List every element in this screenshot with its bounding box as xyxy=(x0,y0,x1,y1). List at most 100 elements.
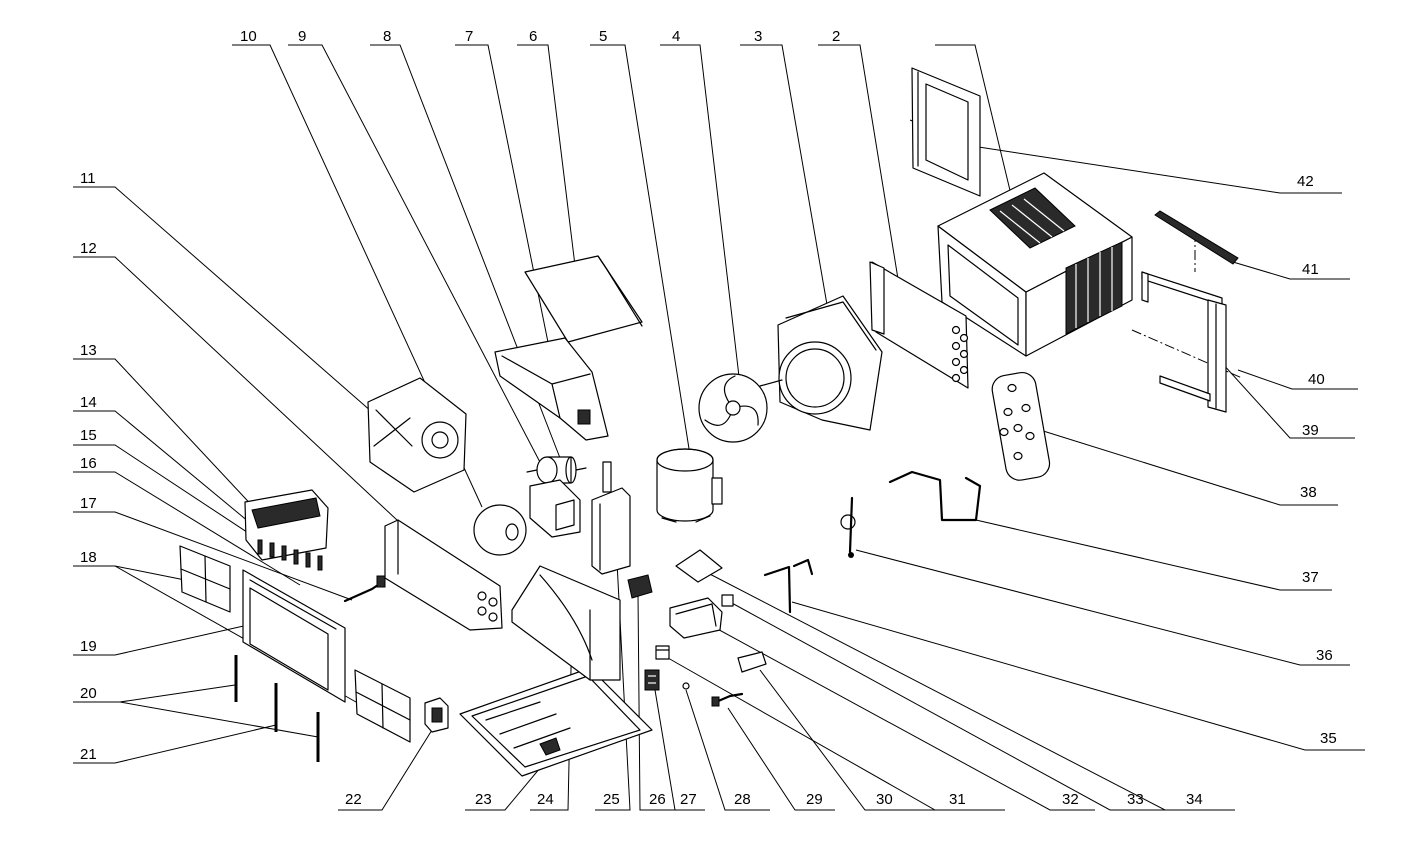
callout-27: 27 xyxy=(680,791,697,808)
part-35-pipe xyxy=(763,558,814,614)
scroll-brace xyxy=(373,417,411,447)
callout-19: 19 xyxy=(80,638,97,655)
leader-unnumbered-cabinet xyxy=(935,44,1021,233)
motor-shaft xyxy=(526,469,538,473)
part-30-capacitor xyxy=(737,651,767,673)
evaporator-tube xyxy=(477,591,487,601)
base-pan-outer xyxy=(459,667,653,777)
pipe-branch xyxy=(792,558,814,576)
part-cabinet xyxy=(937,172,1133,357)
leader-14 xyxy=(73,410,256,528)
leader-20-b xyxy=(119,701,319,738)
plate-hole xyxy=(1007,383,1017,393)
part-26-terminal xyxy=(627,574,653,599)
leader-17 xyxy=(73,511,353,601)
control-box-terminal xyxy=(577,409,591,425)
switch-knob xyxy=(431,707,443,723)
cabinet-side-grille xyxy=(1065,241,1123,335)
side-bar-body xyxy=(1154,210,1239,265)
leader-16 xyxy=(73,471,301,586)
part-17-fitting xyxy=(343,575,386,603)
sensor-lead xyxy=(848,496,854,554)
leader-8 xyxy=(370,44,561,459)
callout-37: 37 xyxy=(1302,569,1319,586)
motor-shaft xyxy=(575,467,587,471)
part-20-21-bars xyxy=(234,655,320,762)
vent-slot-2 xyxy=(1011,204,1053,238)
curtain-right-bar xyxy=(1207,299,1227,413)
compressor-foot xyxy=(695,515,711,523)
leader-37 xyxy=(975,519,1332,591)
part-7-control-box xyxy=(494,337,609,441)
leader-35 xyxy=(791,601,1365,751)
leader-5 xyxy=(590,44,691,456)
leader-31 xyxy=(667,657,1005,811)
leader-23 xyxy=(465,761,546,811)
callout-18: 18 xyxy=(80,549,97,566)
tube-bend xyxy=(959,365,969,375)
filter-cross-h xyxy=(355,691,411,721)
curtain-left-stub xyxy=(1141,271,1149,303)
scroll-inlet xyxy=(421,421,459,459)
part-32-bracket xyxy=(669,597,723,639)
callout-35: 35 xyxy=(1320,730,1337,747)
drain-pan-curve xyxy=(539,574,593,661)
part-23-base-pan xyxy=(459,667,653,777)
terminal-body xyxy=(627,574,653,599)
wire-plug xyxy=(711,696,720,707)
callout-36: 36 xyxy=(1316,647,1333,664)
leader-19 xyxy=(73,624,249,656)
tube-bend xyxy=(951,357,961,367)
clip xyxy=(293,549,299,565)
base-pan-rib xyxy=(485,701,541,721)
part-24-drain-pan xyxy=(511,565,621,681)
vent-slot-3 xyxy=(1023,198,1065,232)
tube-bend xyxy=(959,333,969,343)
leader-28 xyxy=(685,689,770,811)
shroud-ring xyxy=(778,341,852,415)
part-25-electrical-panel xyxy=(591,461,631,575)
leader-lines xyxy=(73,44,1365,811)
clip-body xyxy=(721,594,734,607)
blower-wheel-body xyxy=(473,504,527,556)
drain-pan-body xyxy=(511,565,621,681)
cover-plate-body xyxy=(524,255,643,343)
leader-38 xyxy=(1039,429,1338,506)
leader-27 xyxy=(654,689,705,811)
base-pan-channel xyxy=(539,737,561,756)
leader-6 xyxy=(517,44,579,291)
control-box-edge xyxy=(551,383,561,419)
part-39-40-curtain-frame xyxy=(1141,271,1227,413)
part-37-pipe xyxy=(888,470,982,522)
part-22-switch xyxy=(424,697,449,733)
callout-10: 10 xyxy=(240,28,257,45)
plate-hole xyxy=(1013,451,1023,461)
callout-22: 22 xyxy=(345,791,362,808)
callout-34: 34 xyxy=(1186,791,1203,808)
callout-26: 26 xyxy=(649,791,666,808)
callout-41: 41 xyxy=(1302,261,1319,278)
scroll-brace xyxy=(375,409,413,447)
cabinet-opening xyxy=(947,244,1019,346)
callout-42: 42 xyxy=(1297,173,1314,190)
assembly-line-40 xyxy=(1131,329,1243,379)
compressor-foot xyxy=(661,517,677,523)
clip xyxy=(305,552,311,568)
callout-16: 16 xyxy=(80,455,97,472)
leader-34 xyxy=(701,569,1235,811)
callout-30: 30 xyxy=(876,791,893,808)
pad-body xyxy=(675,549,723,583)
leader-2 xyxy=(818,44,906,323)
callout-38: 38 xyxy=(1300,484,1317,501)
part-29-wire xyxy=(711,692,744,707)
cover-plate-flange xyxy=(597,255,643,327)
leader-13 xyxy=(73,358,259,513)
callout-29: 29 xyxy=(806,791,823,808)
tube-bend xyxy=(959,349,969,359)
vent-slot-1 xyxy=(999,210,1041,244)
part-5-compressor xyxy=(656,448,723,523)
plate-hole xyxy=(1021,403,1031,413)
leader-26 xyxy=(637,593,680,811)
condenser-end-plate xyxy=(869,261,885,335)
leader-11 xyxy=(73,186,373,413)
